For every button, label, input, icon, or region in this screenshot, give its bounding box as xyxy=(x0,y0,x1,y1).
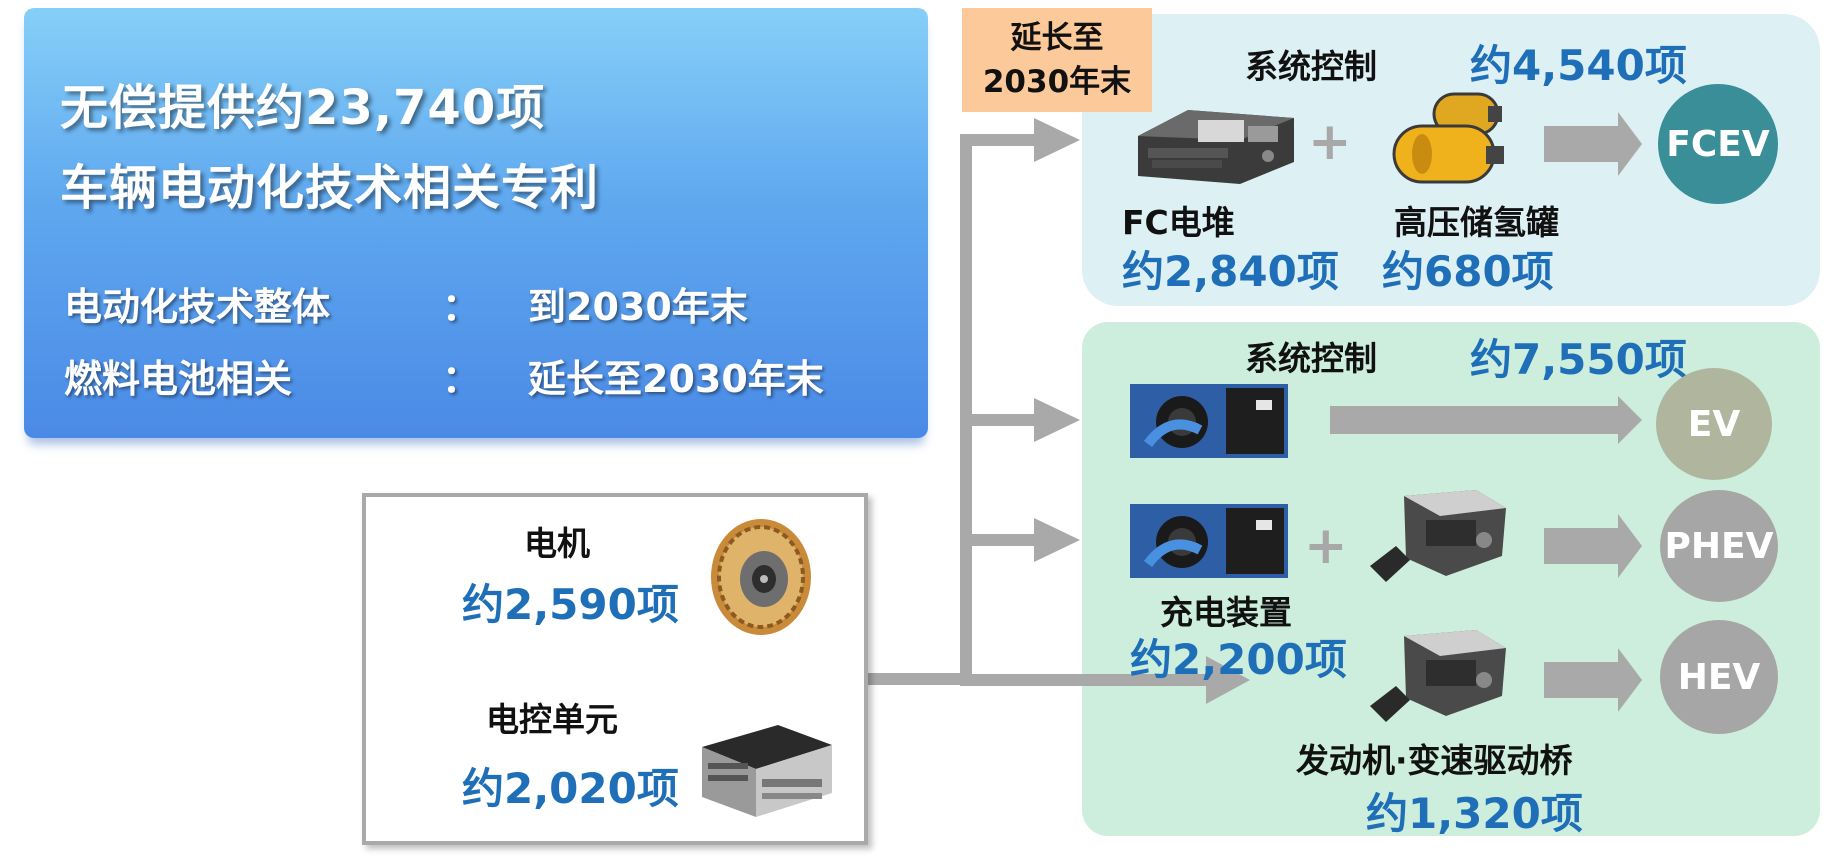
ev-system-control-label: 系统控制 xyxy=(1245,332,1377,380)
engine-label: 发动机·变速驱动桥 xyxy=(1296,734,1573,782)
pcu-count: 约2,020项 xyxy=(462,755,679,816)
fc-stack-icon xyxy=(1128,96,1304,188)
hydrogen-tank-icon xyxy=(1388,92,1510,188)
trunk-line xyxy=(960,134,972,686)
motor-label: 电机 xyxy=(524,517,590,565)
plus-icon: + xyxy=(1308,112,1352,172)
ev-system-control-count: 约7,550项 xyxy=(1470,326,1687,387)
fc-stack-count: 约2,840项 xyxy=(1122,238,1339,299)
fc-system-control-label: 系统控制 xyxy=(1245,40,1377,88)
pcu-icon xyxy=(692,717,838,823)
fcev-badge: FCEV xyxy=(1658,84,1778,204)
arrow-icon xyxy=(1544,514,1642,578)
ev-badge: EV xyxy=(1656,368,1772,480)
charging-port-icon xyxy=(1130,384,1288,458)
charger-count: 约2,200项 xyxy=(1130,626,1347,687)
plus-icon: + xyxy=(1304,516,1348,576)
tank-label: 高压储氢罐 xyxy=(1394,196,1559,244)
motor-link-line xyxy=(868,673,966,685)
arrow-icon xyxy=(1034,518,1080,562)
arrow-icon xyxy=(1034,118,1080,162)
engine-icon xyxy=(1366,626,1512,726)
motor-pcu-box: 电机 约2,590项 电控单元 约2,020项 xyxy=(362,493,868,845)
arrow-icon xyxy=(1330,396,1642,444)
engine-count: 约1,320项 xyxy=(1366,780,1583,841)
motor-icon xyxy=(706,513,816,641)
arrow-icon xyxy=(1544,648,1642,712)
pcu-label: 电控单元 xyxy=(486,693,618,741)
arrow-icon xyxy=(1544,112,1642,176)
motor-count: 约2,590项 xyxy=(462,571,679,632)
arrow-icon xyxy=(1034,398,1080,442)
phev-badge: PHEV xyxy=(1660,490,1778,602)
extension-badge-line-1: 延长至 xyxy=(962,16,1152,60)
engine-icon xyxy=(1366,486,1512,586)
extension-badge-line-2: 2030年末 xyxy=(962,60,1152,104)
fc-system-control-count: 约4,540项 xyxy=(1470,32,1687,93)
hev-badge: HEV xyxy=(1660,620,1778,734)
charging-port-icon xyxy=(1130,504,1288,578)
extension-badge: 延长至 2030年末 xyxy=(962,8,1152,112)
tank-count: 约680项 xyxy=(1382,238,1554,299)
fc-stack-label: FC电堆 xyxy=(1122,196,1235,244)
